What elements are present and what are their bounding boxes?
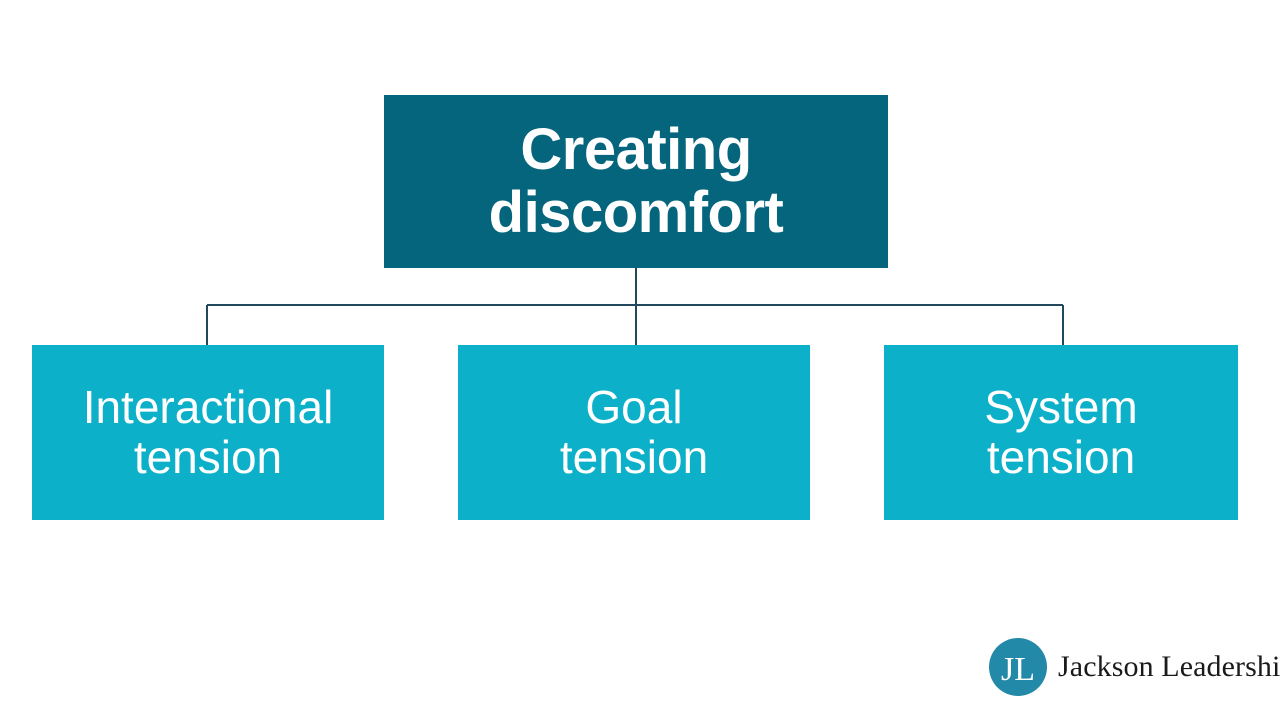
root-node-creating-discomfort[interactable]: Creating discomfort: [384, 95, 888, 268]
brand-wordmark: Jackson Leadership: [1058, 650, 1280, 683]
root-node-label: Creating discomfort: [488, 116, 784, 245]
child-node-label: Interactional tension: [82, 380, 334, 483]
child-node-label: Goal tension: [559, 380, 709, 483]
child-node-goal-tension[interactable]: Goal tension: [458, 345, 810, 520]
jackson-leadership-monogram-icon: JL: [988, 637, 1048, 697]
child-node-interactional-tension[interactable]: Interactional tension: [32, 345, 384, 520]
svg-text:JL: JL: [1001, 651, 1035, 688]
child-node-system-tension[interactable]: System tension: [884, 345, 1238, 520]
brand-logo: JL Jackson Leadership: [988, 636, 1280, 698]
child-node-label: System tension: [984, 380, 1138, 483]
